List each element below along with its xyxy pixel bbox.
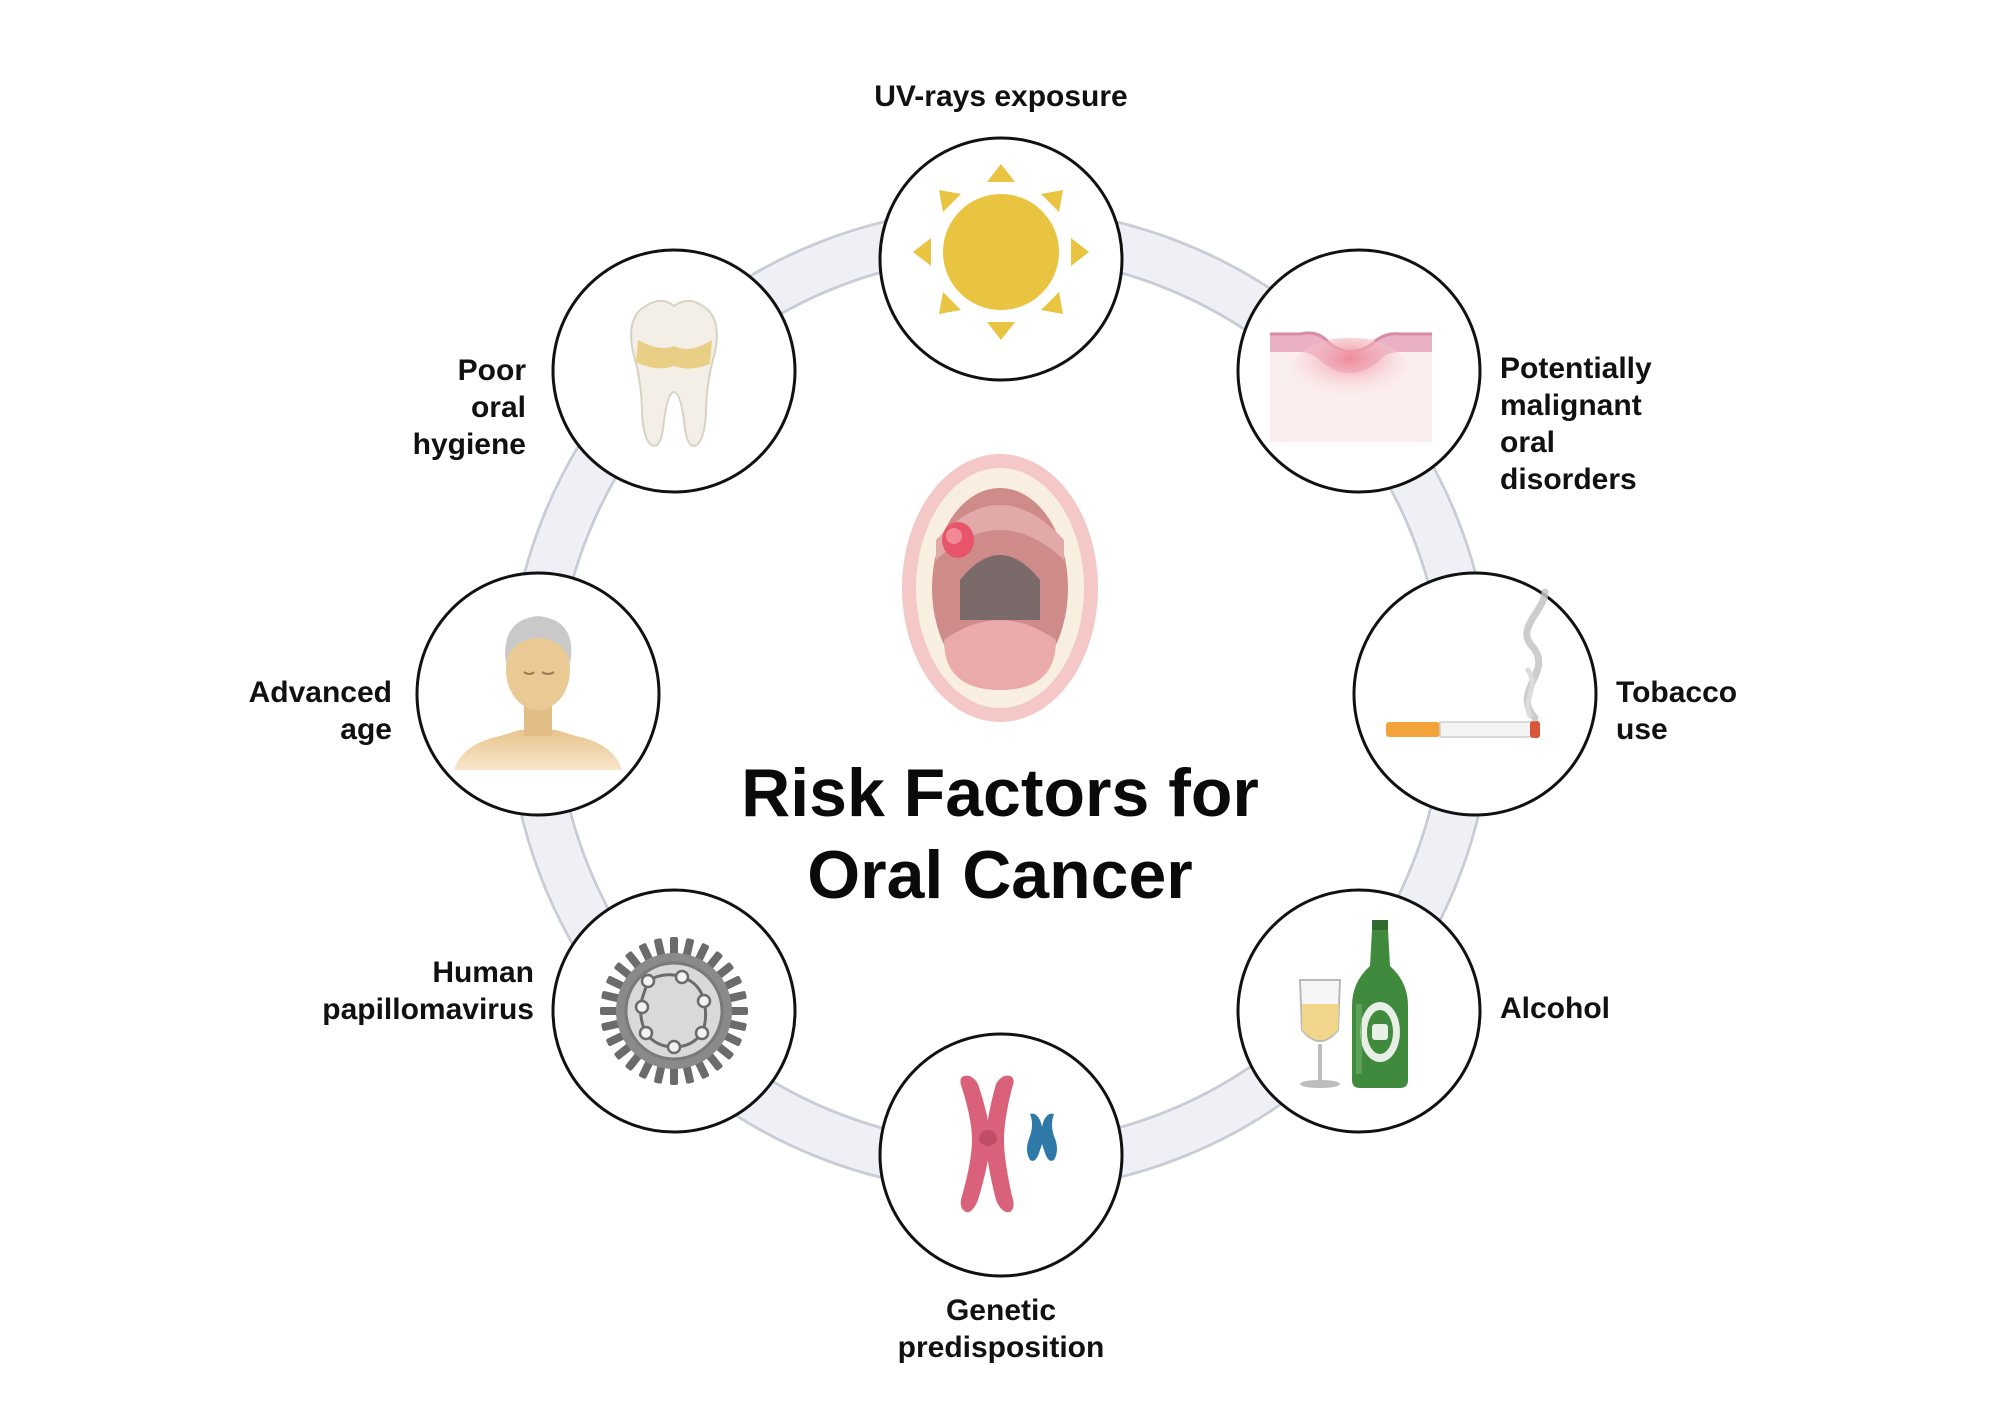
factor-label-genetic: Genetic predisposition	[897, 1294, 1105, 1364]
cigarette-icon	[1386, 588, 1549, 738]
factor-label-pmod: Potentially malignant oral disorders	[1500, 352, 1652, 496]
factor-nodes	[415, 136, 1598, 1278]
factor-label-tobacco: Tobacco use	[1616, 676, 1738, 746]
factor-label-age: Advanced age	[248, 676, 392, 746]
chromosome-icon	[960, 1075, 1057, 1213]
factor-label-alcohol: Alcohol	[1500, 992, 1610, 1025]
lesion-tissue-icon	[1270, 331, 1432, 442]
decayed-tooth-icon	[630, 299, 718, 448]
sun-icon	[913, 164, 1089, 340]
node-tobacco	[1352, 571, 1598, 817]
alcohol-bottle-glass-icon	[1298, 920, 1408, 1088]
open-mouth-lesion-icon	[902, 454, 1098, 722]
factor-label-hpv: Human papillomavirus	[322, 956, 534, 1026]
diagram-title: Risk Factors for Oral Cancer	[741, 755, 1259, 913]
virus-icon	[600, 937, 748, 1085]
factor-label-uv: UV-rays exposure	[874, 80, 1128, 113]
factor-label-hygiene: Poor oral hygiene	[412, 354, 526, 461]
elderly-person-icon	[454, 616, 622, 770]
